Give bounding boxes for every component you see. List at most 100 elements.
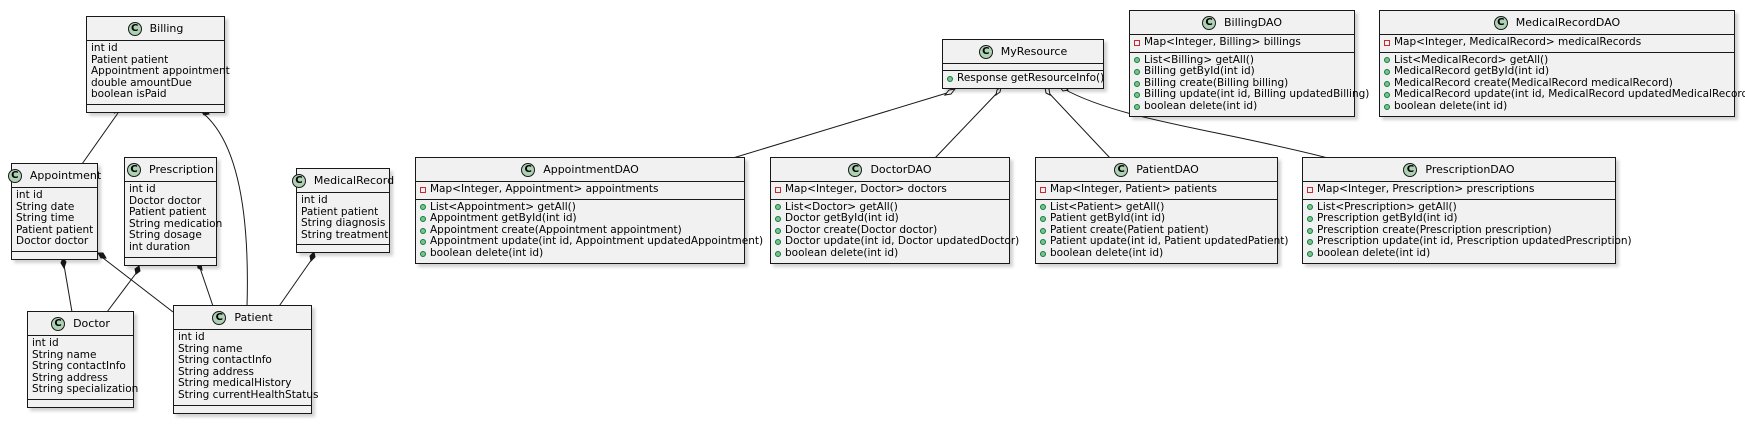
method: MedicalRecord getById(int id) <box>1384 66 1731 78</box>
class-name: PrescriptionDAO <box>1425 162 1515 176</box>
class-c-icon: C <box>127 21 142 36</box>
method: List<Billing> getAll() <box>1134 53 1351 67</box>
fields-section: Map<Integer, Prescription> prescriptions <box>1303 182 1615 200</box>
relation-myresource-doctordao <box>934 91 999 159</box>
class-name: MedicalRecordDAO <box>1515 15 1621 29</box>
public-icon <box>1384 80 1390 87</box>
fields-section: int id String name String contactInfo St… <box>28 336 139 400</box>
composition-diamond <box>97 252 107 259</box>
method: Appointment update(int id, Appointment u… <box>420 236 763 248</box>
relation-myresource-appointmentdao <box>732 92 948 159</box>
method-signature: boolean delete(int id) <box>1317 246 1431 259</box>
method: Prescription update(int id, Prescription… <box>1307 236 1632 248</box>
fields-section: Map<Integer, Doctor> doctors <box>771 182 1009 200</box>
method-signature: Prescription create(Prescription prescri… <box>1317 223 1552 236</box>
private-icon <box>1040 186 1046 193</box>
method: Prescription create(Prescription prescri… <box>1307 223 1612 237</box>
method: boolean delete(int id) <box>1134 100 1351 113</box>
method: Billing update(int id, Billing updatedBi… <box>1134 89 1369 101</box>
field: int id <box>32 337 59 349</box>
class-name: AppointmentDAO <box>543 162 639 176</box>
field: Map<Integer, Prescription> prescriptions <box>1307 183 1612 196</box>
methods-section <box>28 400 133 407</box>
method-signature: Appointment getById(int id) <box>430 212 577 225</box>
method: MedicalRecord create(MedicalRecord medic… <box>1384 77 1731 90</box>
method-signature: Appointment create(Appointment appointme… <box>430 223 682 236</box>
class-name: MedicalRecord <box>313 173 395 187</box>
field: String specialization <box>32 383 139 396</box>
fields-section: Map<Integer, Billing> billings <box>1130 35 1354 53</box>
method: Appointment getById(int id) <box>420 213 741 225</box>
public-icon <box>1384 68 1390 75</box>
method-signature: Billing update(int id, Billing updatedBi… <box>1144 88 1370 101</box>
public-icon <box>1134 92 1140 99</box>
public-icon <box>1040 250 1046 257</box>
field: String currentHealthStatus <box>178 388 319 401</box>
public-icon <box>775 204 781 211</box>
fields-section: int id String name String contactInfo St… <box>174 330 319 406</box>
method-signature: boolean delete(int id) <box>1394 99 1508 112</box>
public-icon <box>775 215 781 222</box>
field: Appointment appointment <box>91 65 230 78</box>
field: String address <box>32 371 108 384</box>
public-icon <box>420 215 426 222</box>
methods-section: Response getResourceInfo() <box>943 71 1104 88</box>
field: String name <box>32 348 97 361</box>
field-signature: Map<Integer, Patient> patients <box>1050 183 1217 195</box>
public-icon <box>420 239 426 246</box>
class-c-icon: C <box>212 310 227 325</box>
class-name: BillingDAO <box>1224 15 1282 29</box>
method: List<Patient> getAll() <box>1040 201 1274 214</box>
method-signature: Billing getById(int id) <box>1144 65 1255 78</box>
method: Doctor getById(int id) <box>775 213 1006 225</box>
public-icon <box>1384 92 1390 99</box>
method-signature: List<Billing> getAll() <box>1144 53 1254 66</box>
fields-section: Map<Integer, Appointment> appointments <box>416 182 744 200</box>
method-signature: Doctor create(Doctor doctor) <box>785 223 938 236</box>
field-signature: Map<Integer, Appointment> appointments <box>430 183 659 195</box>
public-icon <box>420 204 426 211</box>
fields-section: Map<Integer, Patient> patients <box>1036 182 1277 200</box>
method-signature: List<Doctor> getAll() <box>785 200 898 213</box>
methods-section: List<Doctor> getAll() Doctor getById(int… <box>771 200 1019 263</box>
methods-section <box>12 252 97 259</box>
method: Response getResourceInfo() <box>947 72 1104 85</box>
private-icon <box>775 186 781 193</box>
class-name: MyResource <box>1000 44 1068 58</box>
relation-prescription-patient <box>199 267 216 313</box>
field: String date <box>16 200 75 213</box>
relation-appointment-patient <box>102 257 174 313</box>
class-name: Billing <box>149 21 184 35</box>
public-icon <box>1040 215 1046 222</box>
field: String contactInfo <box>178 354 272 367</box>
private-icon <box>1384 39 1390 46</box>
public-icon <box>1134 80 1140 87</box>
methods-section: List<Prescription> getAll() Prescription… <box>1303 200 1632 263</box>
field: int duration <box>129 240 191 253</box>
public-icon <box>420 250 426 257</box>
fields-section: int id Patient patient String diagnosis … <box>297 193 389 246</box>
field-signature: Map<Integer, Billing> billings <box>1144 36 1301 48</box>
methods-section: List<MedicalRecord> getAll() MedicalReco… <box>1380 53 1745 116</box>
aggregation-diamond <box>995 85 1002 97</box>
field: int id <box>129 183 156 195</box>
field-signature: Map<Integer, Doctor> doctors <box>785 183 947 195</box>
